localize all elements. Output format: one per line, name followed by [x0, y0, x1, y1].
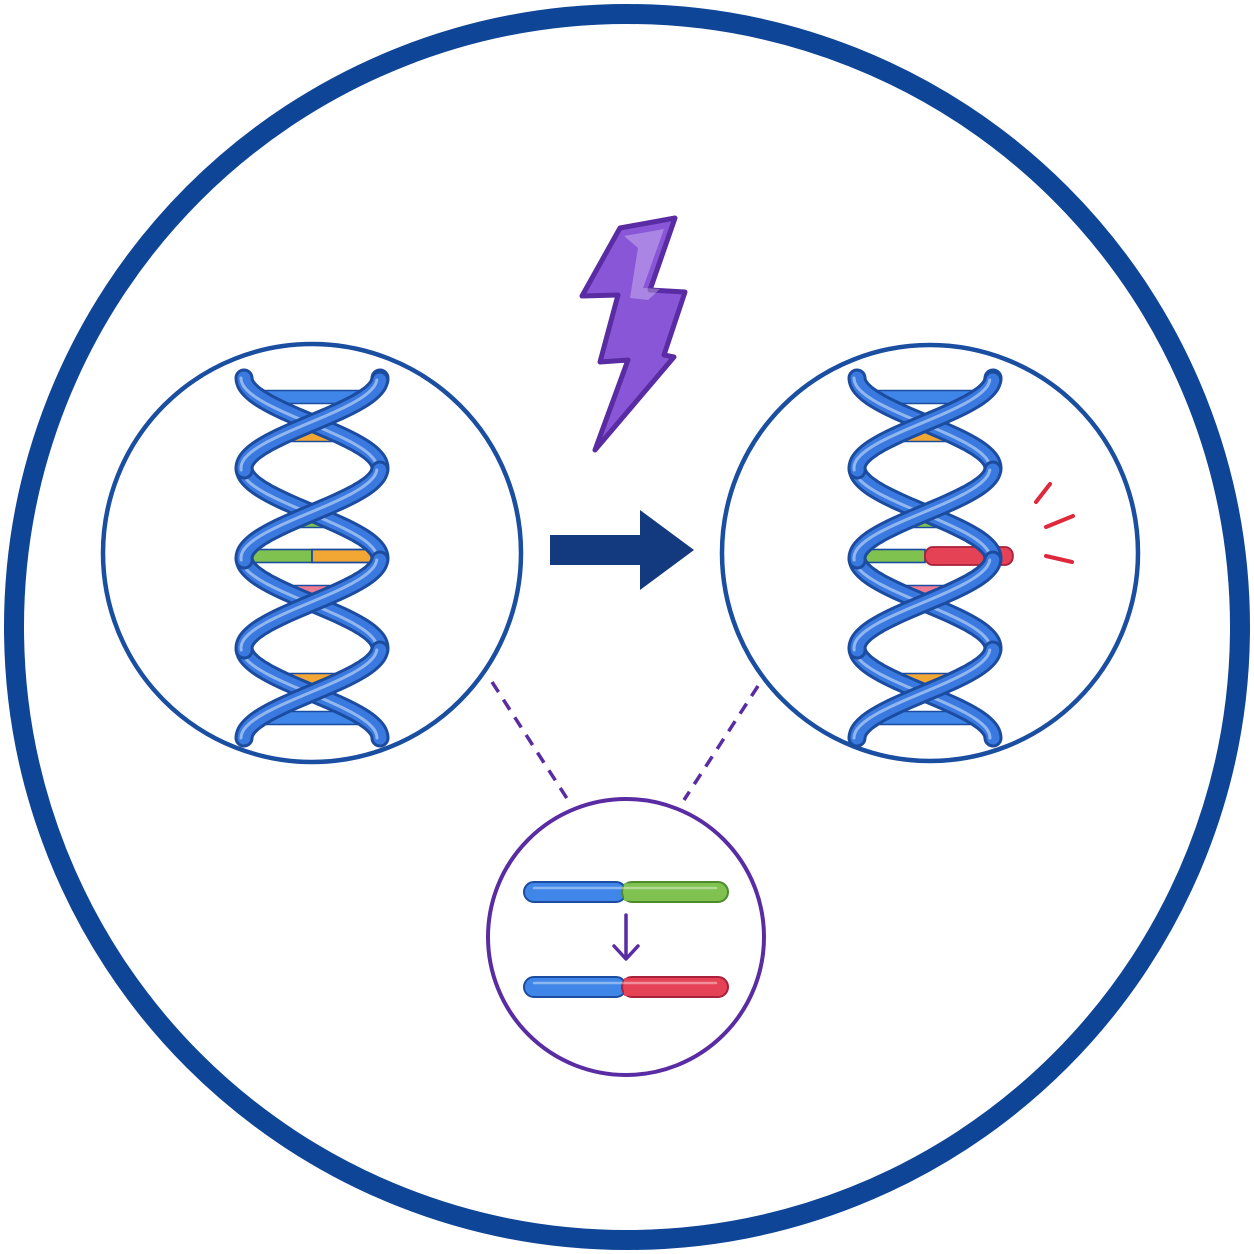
down-arrow-head	[612, 944, 640, 961]
dna-strand-highlight	[852, 558, 992, 652]
dna-strand-highlight	[852, 468, 992, 562]
sequence-segment	[621, 976, 729, 998]
sequence-segment	[523, 976, 627, 998]
dashed-connector-left	[490, 681, 570, 801]
sequence-segment	[523, 881, 627, 903]
lightning-bolt-shape	[579, 215, 688, 453]
base-pair-rung	[237, 548, 387, 564]
outer-ring	[4, 4, 1250, 1250]
dna-strand-highlight	[239, 558, 379, 652]
dna-helix-before	[234, 368, 390, 748]
sequence-bar	[523, 976, 729, 998]
mutation-detail-panel	[486, 797, 766, 1077]
dna-strand	[237, 643, 387, 745]
right-arrow-shape	[550, 510, 694, 590]
lightning-bolt-icon	[579, 215, 688, 453]
mutation-detail-bars	[523, 881, 729, 998]
lightning-bolt-highlight	[624, 229, 664, 300]
dashed-connector-right	[682, 685, 760, 801]
alert-marks-icon	[1034, 482, 1075, 564]
dna-strand	[850, 643, 1000, 745]
dna-strand	[850, 553, 1000, 657]
dna-strand-highlight	[239, 648, 379, 740]
dashed-connectors	[490, 681, 760, 801]
helix-panel-before-ring	[100, 341, 524, 765]
segment-joint	[624, 883, 629, 901]
dna-strand-highlight	[239, 468, 379, 562]
sequence-bar	[523, 881, 729, 903]
dna-strand	[850, 373, 1000, 477]
sequence-segment	[621, 881, 729, 903]
dna-strand	[237, 373, 387, 477]
helix-panel-after	[719, 342, 1141, 764]
dna-strand	[850, 463, 1000, 567]
down-arrow-icon	[612, 913, 640, 961]
dna-helix-after	[847, 368, 1014, 748]
segment-joint	[624, 978, 629, 996]
dna-strand-highlight	[852, 648, 992, 740]
helix-panel-before	[100, 341, 524, 765]
alert-mark	[1044, 554, 1074, 564]
alert-mark	[1044, 514, 1075, 529]
dna-strand-highlight	[239, 378, 379, 472]
dna-strand	[237, 463, 387, 567]
right-arrow-icon	[550, 510, 694, 590]
dna-strand	[237, 553, 387, 657]
alert-mark	[1034, 482, 1052, 504]
helix-panel-after-ring	[719, 342, 1141, 764]
dna-strand-highlight	[852, 378, 992, 472]
